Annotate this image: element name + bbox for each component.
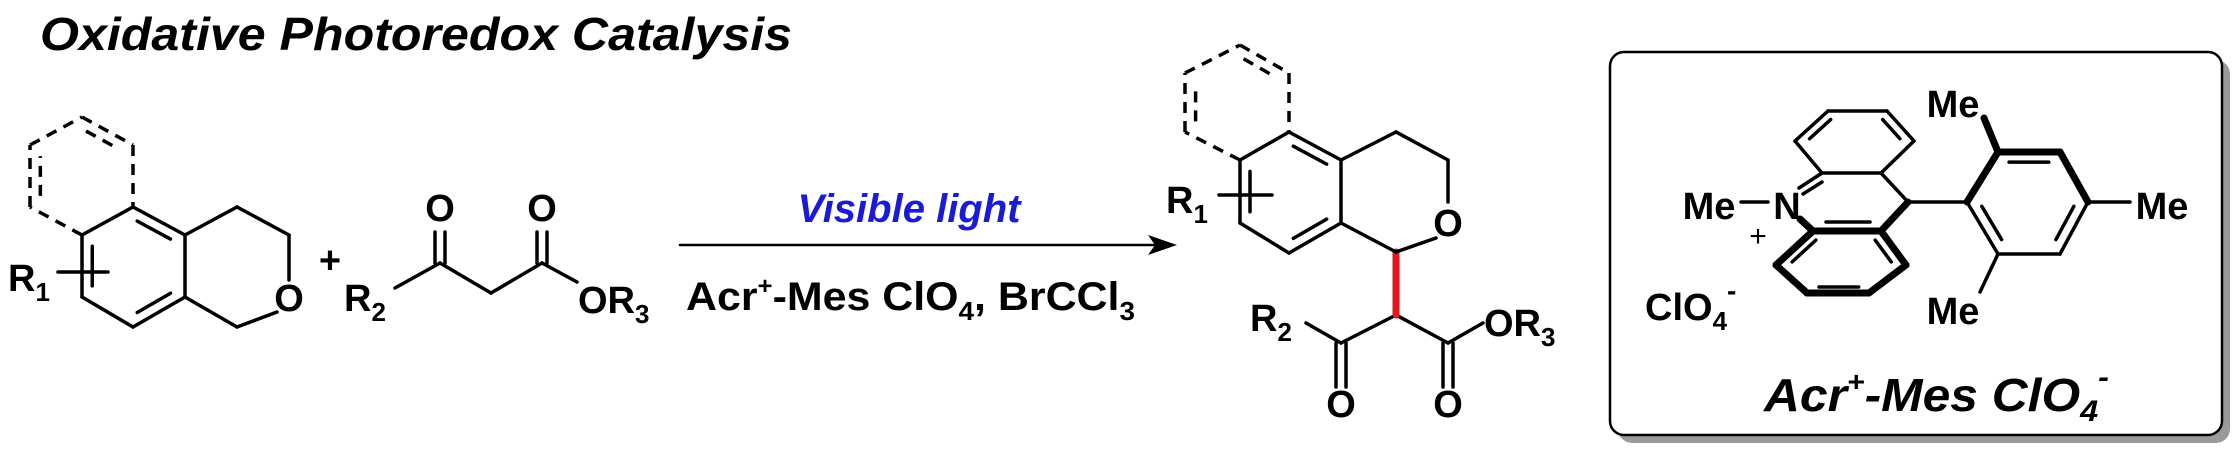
ring-bond [29, 115, 83, 147]
bond [183, 295, 239, 329]
ring-bond [1793, 139, 1824, 175]
ring-bond [80, 295, 135, 329]
double-bond-inner [1291, 144, 1329, 166]
bond [1394, 130, 1450, 162]
ring-bond [1963, 148, 2002, 206]
ring-bond [131, 295, 187, 329]
product-ester-oxygen-label: O [1433, 384, 1463, 426]
nitrogen-label: N [1773, 186, 1800, 228]
perchlorate-label: ClO4- [1645, 275, 1736, 336]
bond [1446, 321, 1485, 345]
bond [438, 261, 493, 295]
double-bond-inner [1880, 117, 1902, 141]
ester-group-label: OR3 [578, 280, 649, 329]
bond [1879, 171, 1910, 204]
plus-sign: + [319, 240, 341, 282]
ring-bond [1239, 43, 1290, 75]
ring-bond [1287, 130, 1343, 162]
ring-bond [1877, 227, 1910, 269]
positive-charge: + [1749, 220, 1767, 253]
ring-bond [1184, 43, 1241, 75]
product-r1-label: R1 [1166, 180, 1208, 229]
condition-visible-light: Visible light [798, 187, 1023, 231]
double-bond-inner [1801, 180, 1824, 196]
product-r2-label: R2 [1250, 298, 1292, 347]
ring-bond [1865, 261, 1910, 297]
ring-bond [1772, 261, 1811, 297]
r2-substituent-label: R2 [344, 278, 386, 327]
bond [1877, 198, 1912, 235]
ester-oxygen-label: O [527, 188, 557, 230]
bond [1339, 313, 1398, 345]
ring-bond [1238, 221, 1291, 255]
keto-oxygen-label: O [425, 188, 455, 230]
ring-bond [1793, 109, 1830, 143]
double-bond-inner [1790, 238, 1818, 264]
double-bond-inner [135, 291, 173, 315]
double-bond-inner [2054, 204, 2076, 242]
double-bond-inner [1873, 238, 1893, 264]
ring-bond [80, 205, 135, 237]
bond [1394, 236, 1438, 254]
ring-oxygen-label: O [274, 278, 304, 320]
bond [393, 261, 442, 290]
ring-bond [29, 205, 83, 237]
bond [1339, 130, 1398, 162]
double-bond-inner [1807, 117, 1833, 141]
ring-bond [1885, 109, 1916, 143]
double-bond-inner [1291, 217, 1329, 241]
ring-bond [1772, 227, 1817, 269]
bond [1980, 114, 2002, 156]
double-bond-inner [85, 129, 120, 151]
ring-bond [2056, 148, 2092, 206]
bond [1304, 321, 1343, 345]
product: R1 O R2 O O OR3 [1166, 43, 1555, 426]
methyl-right-label: Me [2136, 186, 2189, 228]
reactant-isochroman: R1 O [8, 115, 304, 329]
n-methyl-label: Me [1683, 186, 1736, 228]
bond [1394, 313, 1450, 345]
ring-bond [2058, 200, 2090, 256]
arrow-head [1148, 235, 1177, 255]
bond [235, 310, 279, 329]
ring-bond [1287, 221, 1343, 255]
ring-bond [81, 115, 134, 147]
product-ester-group-label: OR3 [1484, 303, 1555, 352]
double-bond-inner [135, 219, 173, 241]
acridinium-catalyst-structure: Me N + Me Me Me ClO4- [1645, 84, 2188, 336]
ring-bond [131, 205, 187, 237]
product-ring-oxygen-label: O [1433, 203, 1463, 245]
double-bond-inner [1242, 57, 1276, 79]
methyl-bottom-label: Me [1927, 291, 1980, 333]
bond [1978, 252, 2000, 294]
ring-bond [1879, 139, 1916, 175]
double-bond-inner [1980, 204, 2004, 242]
reactant-ketoester: R2 O O OR3 [344, 188, 649, 329]
bond [489, 261, 544, 295]
scheme-title: Oxidative Photoredox Catalysis [40, 8, 792, 60]
bond [1339, 221, 1398, 254]
bond [183, 205, 239, 237]
product-keto-oxygen-label: O [1326, 384, 1356, 426]
methyl-top-label: Me [1927, 84, 1980, 126]
ring-bond [1238, 130, 1291, 162]
catalyst-box-frame [1608, 50, 2224, 437]
r1-substituent-label: R1 [8, 258, 50, 307]
bond [235, 205, 291, 237]
ring-bond [1965, 200, 2000, 256]
bond [540, 261, 579, 284]
ring-bond [1184, 130, 1241, 162]
bond [1797, 171, 1824, 190]
